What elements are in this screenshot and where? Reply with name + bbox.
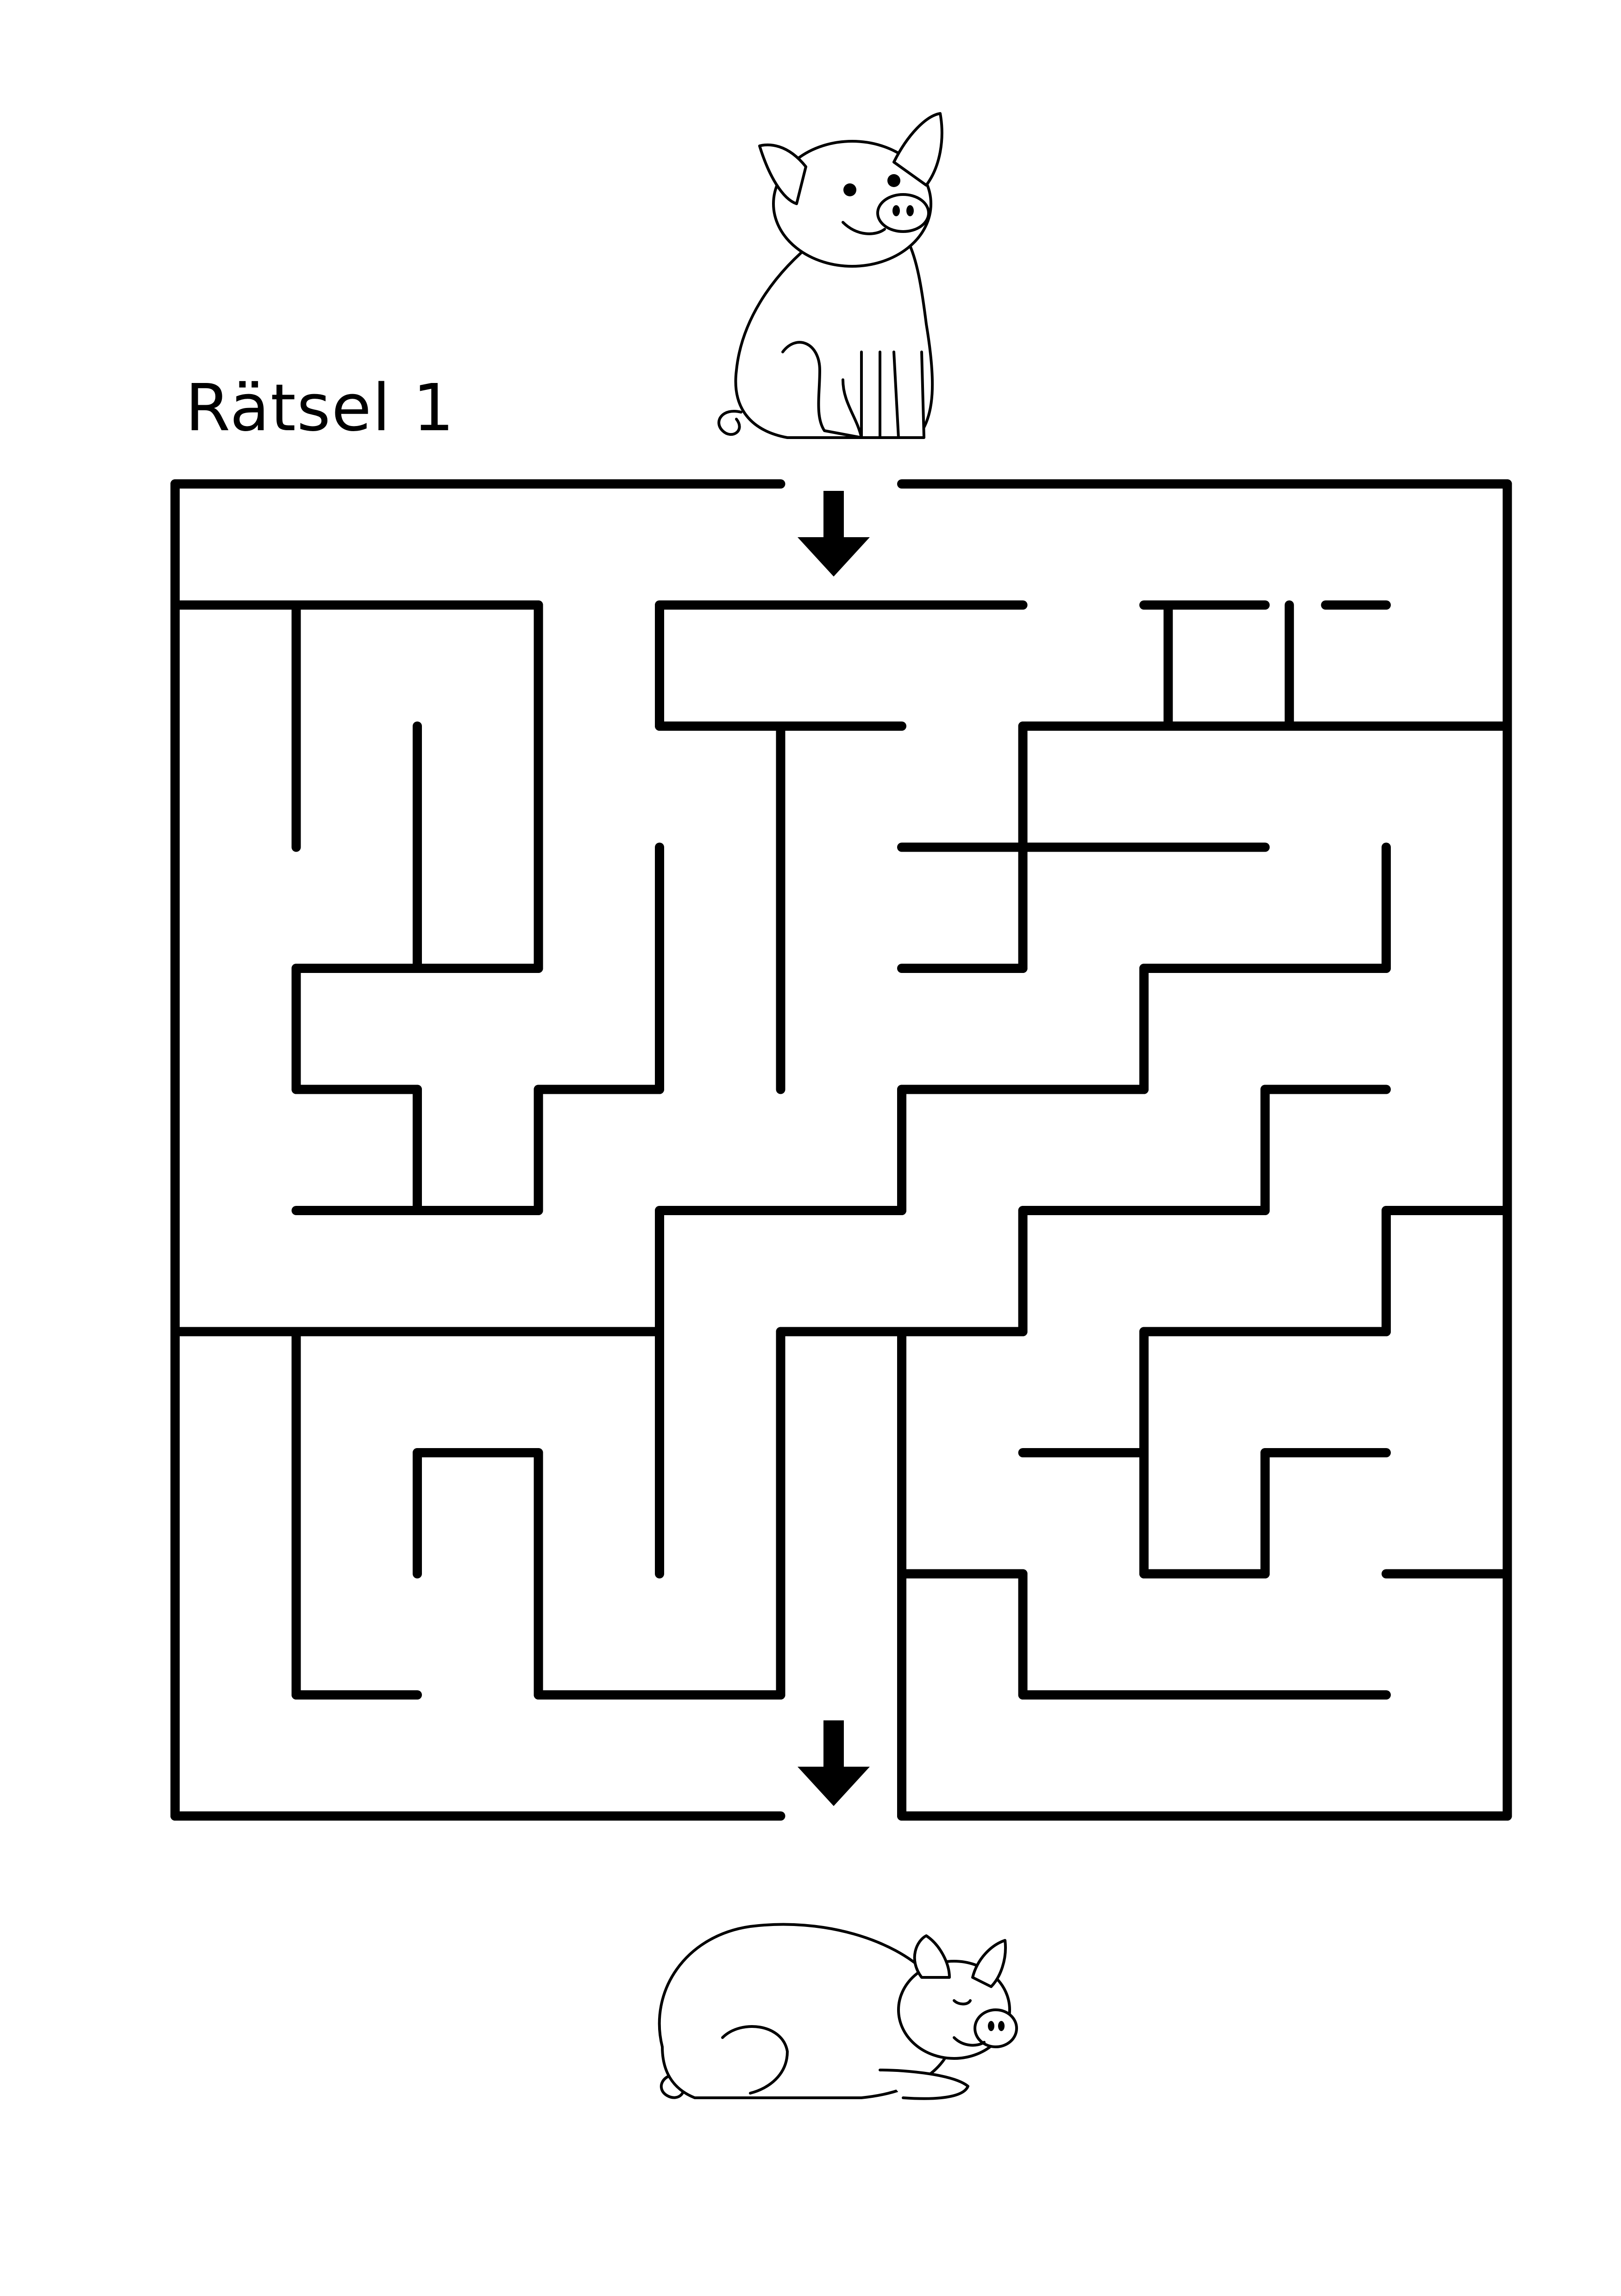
pig-sitting-illustration	[717, 112, 943, 439]
arrow-down-icon	[798, 491, 870, 577]
arrow-down-icon	[798, 1720, 870, 1806]
pig-lying-illustration	[658, 1923, 1018, 2100]
puzzle-title: Rätsel 1	[185, 370, 455, 446]
maze-walls	[170, 479, 1512, 1821]
